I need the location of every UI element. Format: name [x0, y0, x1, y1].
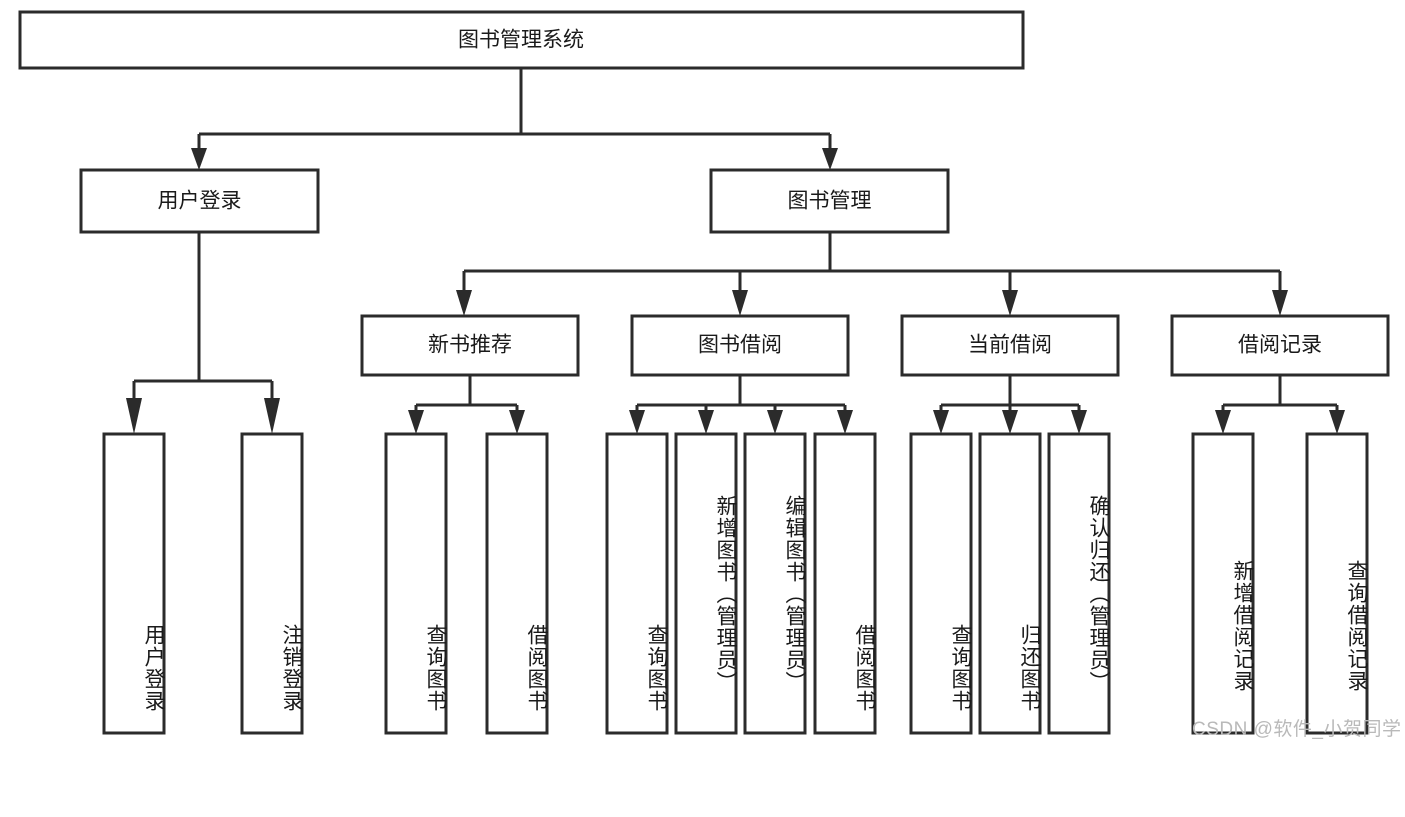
arrowhead-leaf-borrow-book-2 — [837, 410, 853, 434]
connector-group-book-borrow — [629, 375, 853, 434]
node-leaf-logout[interactable] — [240, 432, 304, 735]
node-book-manage[interactable] — [709, 168, 950, 234]
node-book-borrow[interactable] — [630, 314, 850, 377]
node-current-borrow-label: 当前借阅 — [968, 334, 1052, 357]
arrowhead-leaf-query-book-1 — [408, 410, 424, 434]
node-new-book-rec-label: 新书推荐 — [428, 334, 512, 357]
node-root-label: 图书管理系统 — [458, 29, 584, 52]
connector-group-root — [191, 68, 838, 170]
arrowhead-leaf-confirm-return — [1071, 410, 1087, 434]
arrowhead-leaf-add-record — [1215, 410, 1231, 434]
arrowhead-leaf-edit-book — [767, 410, 783, 434]
arrowhead-new-book-rec — [456, 290, 472, 316]
connector-group-current-borrow — [933, 375, 1087, 434]
node-leaf-confirm-return[interactable] — [1047, 432, 1111, 735]
arrowhead-borrow-record — [1272, 290, 1288, 316]
connector-group-borrow-record — [1215, 375, 1345, 434]
arrowhead-book-manage — [822, 148, 838, 170]
arrowhead-leaf-logout — [264, 398, 280, 434]
arrowhead-leaf-user-login — [126, 398, 142, 434]
flowchart-canvas: 图书管理系统 用户登录 图书管理 新书推荐 图书借阅 当前借阅 借阅记录 用户登… — [18, 10, 1402, 740]
node-root[interactable] — [18, 10, 1025, 70]
node-user-login[interactable] — [79, 168, 320, 234]
node-leaf-add-book[interactable] — [674, 432, 738, 735]
arrowhead-book-borrow — [732, 290, 748, 316]
node-leaf-query-record[interactable] — [1305, 432, 1369, 735]
arrowhead-leaf-query-book-3 — [933, 410, 949, 434]
arrowhead-leaf-add-book — [698, 410, 714, 434]
node-borrow-record[interactable] — [1170, 314, 1390, 377]
arrowhead-current-borrow — [1002, 290, 1018, 316]
node-leaf-edit-book[interactable] — [743, 432, 807, 735]
arrowhead-leaf-query-record — [1329, 410, 1345, 434]
node-new-book-rec[interactable] — [360, 314, 580, 377]
node-leaf-borrow-book-1[interactable] — [485, 432, 549, 735]
node-borrow-record-label: 借阅记录 — [1238, 334, 1322, 357]
arrowhead-leaf-borrow-book-1 — [509, 410, 525, 434]
node-leaf-query-book-3[interactable] — [909, 432, 973, 735]
node-leaf-add-record[interactable] — [1191, 432, 1255, 735]
node-leaf-return-book[interactable] — [978, 432, 1042, 735]
node-user-login-label: 用户登录 — [158, 190, 242, 213]
arrowhead-leaf-return-book — [1002, 410, 1018, 434]
node-leaf-borrow-book-2[interactable] — [813, 432, 877, 735]
flowchart-svg: 图书管理系统 用户登录 图书管理 新书推荐 图书借阅 当前借阅 借阅记录 — [18, 10, 1390, 735]
csdn-watermark: CSDN @软件_小贺同学 — [1192, 719, 1402, 740]
connector-group-book-manage — [456, 232, 1288, 316]
node-leaf-query-book-2[interactable] — [605, 432, 669, 735]
connector-group-new-book-rec — [408, 375, 525, 434]
node-current-borrow[interactable] — [900, 314, 1120, 377]
node-leaf-user-login[interactable] — [102, 432, 166, 735]
connector-group-user-login — [126, 232, 280, 434]
arrowhead-user-login — [191, 148, 207, 170]
node-book-borrow-label: 图书借阅 — [698, 334, 782, 357]
node-leaf-query-book-1[interactable] — [384, 432, 448, 735]
arrowhead-leaf-query-book-2 — [629, 410, 645, 434]
node-book-manage-label: 图书管理 — [788, 190, 872, 213]
